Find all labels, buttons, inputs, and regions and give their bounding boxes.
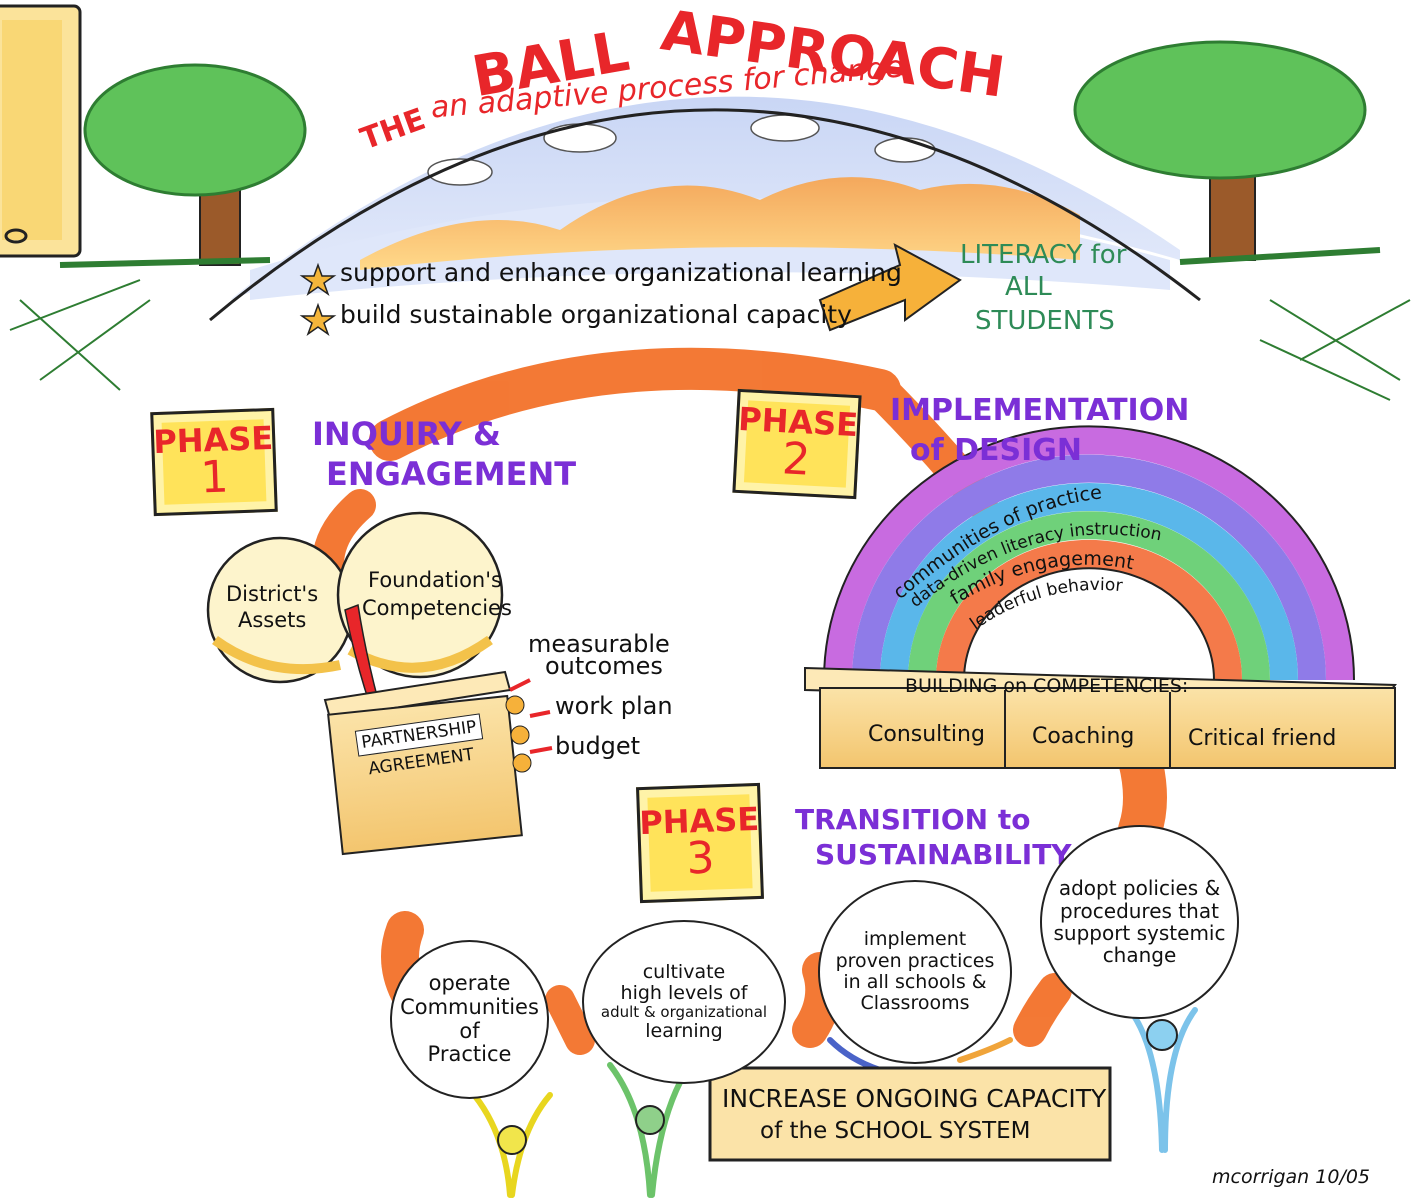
agreement-item-outcomes-1: measurable [528, 630, 670, 658]
capacity-banner-box [708, 1066, 1112, 1162]
rainbow [824, 426, 1354, 681]
agreement-item-workplan: work plan [555, 692, 673, 720]
agreement-item-outcomes-2: outcomes [545, 652, 663, 680]
artist-signature: mcorrigan 10/05 [1212, 1166, 1371, 1188]
goal-arrow [818, 243, 962, 332]
outcome-line-1: LITERACY for [960, 240, 1127, 270]
phase-3-title-1: TRANSITION to [795, 803, 1031, 836]
phase-1-box: PHASE 1 [150, 407, 278, 517]
capacity-line-2: of the SCHOOL SYSTEM [760, 1118, 1031, 1144]
phase-3-number: 3 [685, 832, 716, 885]
competencies-platform [804, 666, 1397, 769]
outcome-line-3: STUDENTS [975, 306, 1115, 336]
circle-3-line-3: in all schools & [843, 971, 987, 993]
circle-2-line-2: high levels of [620, 981, 748, 1004]
circle-4-line-1: adopt policies & [1058, 876, 1221, 901]
venn-left-line-2: Assets [238, 608, 307, 632]
phase3-circle-operate: operate Communities of Practice [390, 940, 549, 1099]
circle-3-line-1: implement [863, 928, 967, 951]
capacity-line-1: INCREASE ONGOING CAPACITY [722, 1084, 1107, 1113]
circle-3-line-2: proven practices [835, 949, 995, 972]
phase3-circle-cultivate: cultivate high levels of adult & organiz… [582, 920, 786, 1084]
circle-1-line-4: Practice [427, 1042, 512, 1067]
competencies-heading: BUILDING on COMPETENCIES: [905, 675, 1189, 697]
goal-1: support and enhance organizational learn… [340, 258, 902, 287]
star-icon [299, 262, 337, 296]
competency-critical-friend: Critical friend [1188, 726, 1337, 751]
phase-1-title-2: ENGAGEMENT [326, 455, 577, 493]
competency-coaching: Coaching [1032, 724, 1135, 749]
circle-2-line-1: cultivate [642, 960, 726, 983]
circle-2-line-4: learning [645, 1020, 723, 1043]
competency-consulting: Consulting [868, 722, 985, 747]
agreement-item-budget: budget [555, 732, 641, 760]
circle-4-line-3: support systemic [1053, 921, 1226, 945]
phase3-circle-adopt: adopt policies & procedures that support… [1040, 825, 1239, 1019]
circle-1-line-1: operate [428, 971, 511, 996]
phase-2-number: 2 [780, 433, 812, 486]
phase-1-number: 1 [199, 451, 230, 504]
scroll-decoration [0, 4, 82, 258]
phase-3-title-2: SUSTAINABILITY [815, 838, 1072, 871]
phase-3-box: PHASE 3 [636, 782, 764, 904]
venn-left-line-1: District's [226, 582, 319, 606]
phase-2-title-1: IMPLEMENTATION [890, 393, 1190, 428]
circle-4-line-2: procedures that [1060, 898, 1219, 923]
venn-right-line-2: Competencies [362, 596, 512, 620]
phase-2-box: PHASE 2 [732, 388, 862, 500]
circle-1-line-2: Communities [400, 994, 539, 1019]
goal-2: build sustainable organizational capacit… [340, 300, 852, 329]
circle-2-line-3: adult & organizational [600, 1003, 768, 1022]
clouds [427, 114, 936, 186]
phase3-circle-implement: implement proven practices in all school… [818, 880, 1012, 1064]
venn-right-line-1: Foundation's [368, 568, 502, 592]
left-tree [9, 63, 307, 391]
circle-4-line-4: change [1102, 943, 1177, 968]
right-tree [1073, 40, 1411, 401]
outcome-line-2: ALL [1005, 272, 1052, 302]
circle-1-line-3: of [459, 1018, 480, 1043]
phase-2-title-2: of DESIGN [910, 433, 1083, 468]
phase-1-title-1: INQUIRY & [312, 415, 501, 453]
star-icon [299, 302, 337, 336]
circle-3-line-4: Classrooms [860, 992, 970, 1015]
